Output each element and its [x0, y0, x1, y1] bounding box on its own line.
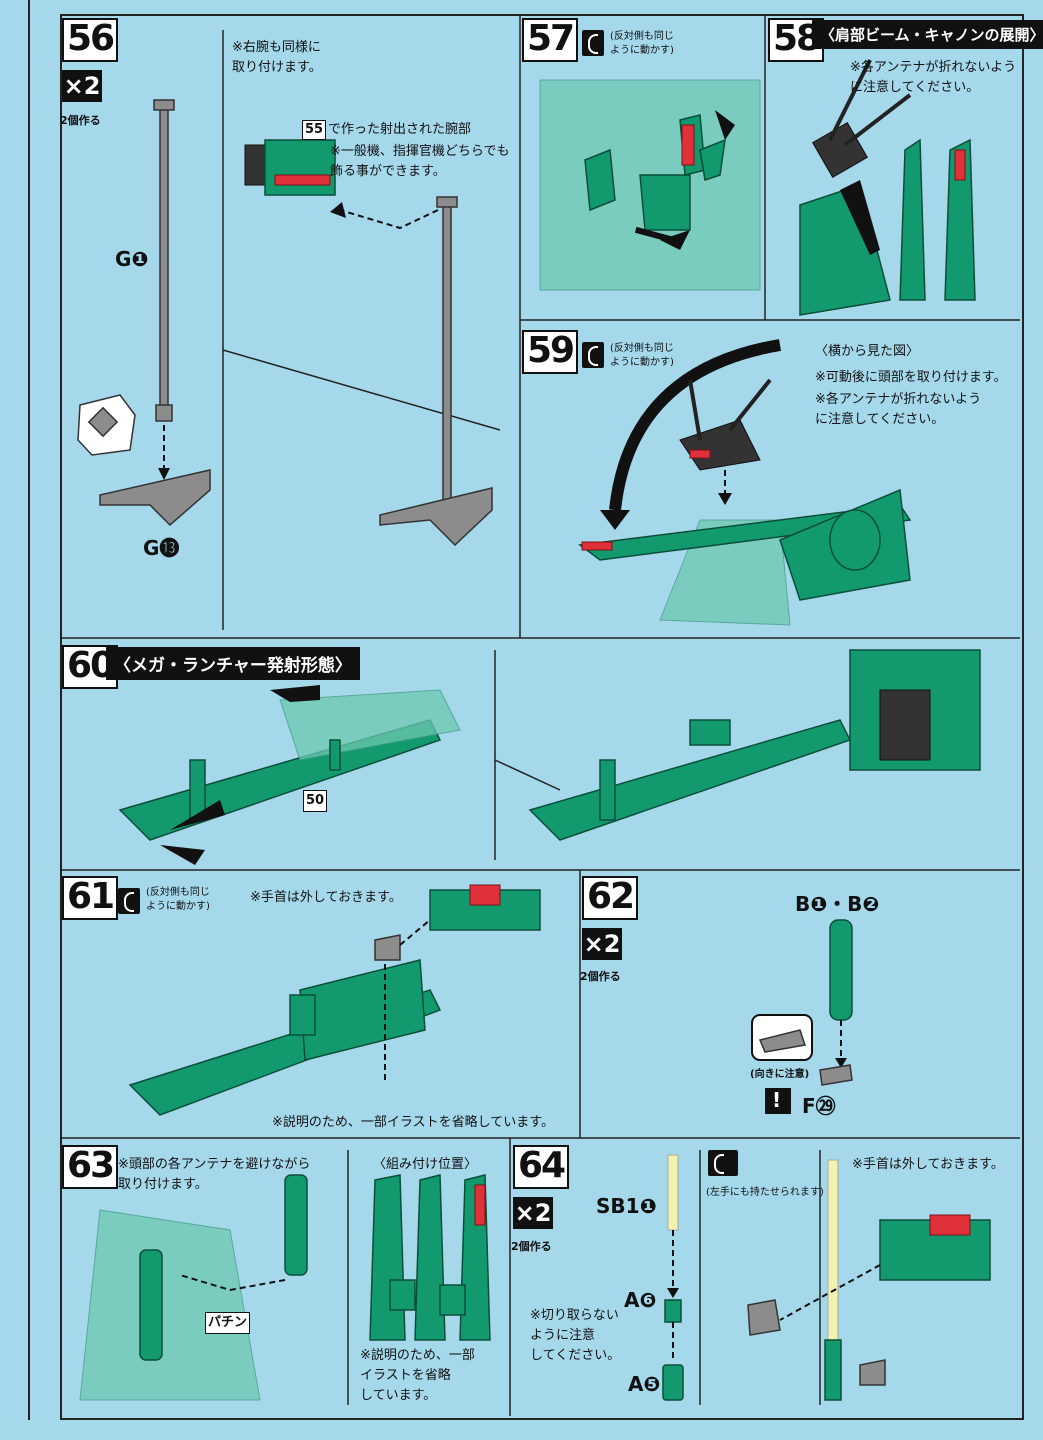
- step-63-number: 63: [62, 1145, 119, 1189]
- step-57-mirror-note: (反対側も同じ ように動かす): [610, 31, 674, 56]
- step-58-title: 〈肩部ビーム・キャノンの展開〉: [812, 20, 1043, 49]
- step63-illustration: [79, 1174, 491, 1401]
- step-61-note-wrist: ※手首は外しておきます。: [250, 890, 402, 905]
- part-label-a6: A❻: [624, 1288, 657, 1312]
- step-59-mirror-note: (反対側も同じ ように動かす): [610, 343, 674, 368]
- step-56-note-right-arm: ※右腕も同様に 取り付けます。: [232, 40, 322, 75]
- step-64-note-cut: ※切り取らない ように注意 してください。: [530, 1308, 621, 1363]
- page-frame: [60, 14, 1024, 1420]
- step-56-number: 56: [62, 18, 119, 62]
- part-label-g1: G❶: [115, 247, 149, 271]
- step-57-number: 57: [522, 18, 579, 62]
- step-59-number: 59: [522, 330, 579, 374]
- step-62-orientation: (向きに注意): [750, 1069, 810, 1080]
- step-61-number: 61: [62, 876, 119, 920]
- mirror-icon: [118, 888, 140, 914]
- step-56-ref: 55: [302, 120, 327, 140]
- step-56-ref-text: で作った射出された腕部: [328, 122, 472, 137]
- step59-illustration: [578, 339, 912, 626]
- step62-illustration: [751, 919, 853, 1114]
- step-64-left-hand: (左手にも持たせられます): [706, 1187, 824, 1198]
- step-63-note-omit: ※説明のため、一部 イラストを省略 しています。: [360, 1348, 475, 1403]
- step-59-side-view: 〈横から見た図〉: [815, 344, 920, 359]
- warning-icon: !: [772, 1088, 782, 1112]
- snap-label: パチン: [205, 1312, 251, 1334]
- stand-display-illustration: [244, 139, 493, 547]
- step-56-make-two: 2個作る: [60, 114, 101, 127]
- step-59-note-2: ※各アンテナが折れないよう に注意してください。: [815, 392, 982, 427]
- step-59-note-1: ※可動後に頭部を取り付けます。: [815, 370, 1007, 385]
- step-56-note-display: ※一般機、指揮官機どちらでも 飾る事ができます。: [330, 144, 510, 179]
- step-61-mirror-note: (反対側も同じ ように動かす): [146, 887, 210, 912]
- mirror-icon: [582, 342, 604, 368]
- step60-illustration: [118, 649, 981, 865]
- step-62-make-two: 2個作る: [580, 970, 621, 983]
- step-58-note: ※各アンテナが折れないよう に注意してください。: [850, 60, 1017, 95]
- part-label-a5: A❺: [628, 1372, 661, 1396]
- step-64-make-two: 2個作る: [511, 1240, 552, 1253]
- stand-rod-illustration: [77, 99, 211, 527]
- step-64-note-wrist: ※手首は外しておきます。: [852, 1157, 1004, 1172]
- part-label-b1-b2: B❶・B❷: [795, 892, 880, 916]
- part-label-sb1: SB1❶: [596, 1194, 657, 1218]
- step61-illustration: [128, 884, 541, 1116]
- mirror-icon: [582, 30, 604, 56]
- step-63-note: ※頭部の各アンテナを避けながら 取り付けます。: [118, 1157, 311, 1192]
- step-63-position: 〈組み付け位置〉: [373, 1157, 478, 1172]
- step64-illustration: [662, 1154, 991, 1401]
- step-61-note-omit: ※説明のため、一部イラストを省略しています。: [272, 1115, 554, 1130]
- step57-illustration: [539, 79, 761, 291]
- step58-illustration: [799, 59, 976, 316]
- step-60-title: 〈メガ・ランチャー発射形態〉: [106, 647, 360, 680]
- previous-page-edge: [0, 0, 30, 1420]
- step-56-multiplier: ×2: [62, 70, 102, 102]
- step-64-number: 64: [513, 1145, 570, 1189]
- part-label-g13: G⓭: [143, 536, 180, 560]
- step-62-multiplier: ×2: [582, 928, 622, 960]
- step-60-ref: 50: [303, 790, 328, 812]
- panel-borders: [60, 14, 1020, 1416]
- part-label-f29: F㉙: [802, 1094, 836, 1118]
- step-62-number: 62: [582, 876, 639, 920]
- hand-swap-icon: [708, 1150, 738, 1176]
- step-64-multiplier: ×2: [513, 1197, 553, 1229]
